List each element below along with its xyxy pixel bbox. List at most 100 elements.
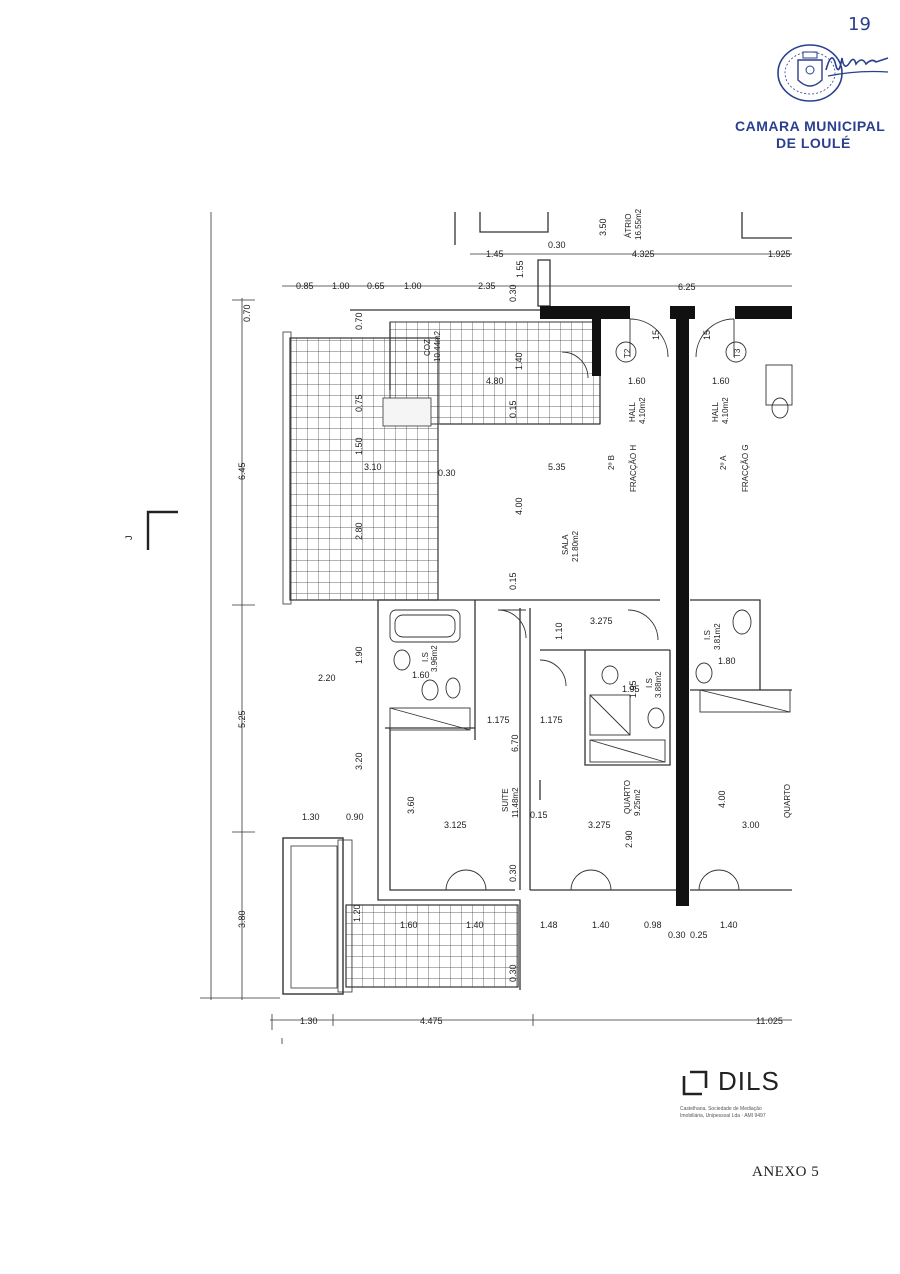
- municipal-seal-icon: [777, 44, 843, 102]
- dim-label: 1.10: [554, 622, 564, 640]
- room-is-3: I.S: [645, 678, 654, 688]
- stamp-line-1: CAMARA MUNICIPAL: [735, 118, 886, 134]
- dim-label: 2.35: [478, 281, 496, 291]
- typology-t3: T3: [733, 348, 742, 358]
- dim-label: 3.125: [444, 820, 467, 830]
- fraction-g-name: FRACÇÃO G: [741, 444, 750, 492]
- dim-label: 0.25: [690, 930, 708, 940]
- room-quarto-area: 9.25m2: [633, 789, 642, 816]
- dim-label: 0.30: [508, 964, 518, 982]
- dim-label: 3.275: [590, 616, 613, 626]
- fraction-h-name: FRACÇÃO H: [629, 445, 638, 492]
- dim-label: 1.00: [404, 281, 422, 291]
- dim-label: 1.175: [487, 715, 510, 725]
- room-atrio-area: 16.55m2: [634, 208, 643, 240]
- dim-label: 1.40: [466, 920, 484, 930]
- room-hall-g: HALL: [711, 401, 720, 422]
- dim-label: 4.475: [420, 1016, 443, 1026]
- dim-label: 15: [651, 330, 661, 340]
- dim-label: 11.025: [756, 1016, 783, 1026]
- dim-label: 1.60: [712, 376, 730, 386]
- dim-label: 0.98: [644, 920, 662, 930]
- dim-label: 1.95: [628, 680, 638, 698]
- dim-label: 2.80: [354, 522, 364, 540]
- dim-label: 1.40: [720, 920, 738, 930]
- brand-subtitle-2: Imobiliária, Unipessoal Lda · AMI 9497: [680, 1113, 766, 1119]
- dim-label: 4.80: [486, 376, 504, 386]
- dim-label: 1.00: [332, 281, 350, 291]
- dim-label: 3.20: [354, 752, 364, 770]
- stamp-line-2: DE LOULÉ: [776, 135, 851, 151]
- dim-label: 1.30: [302, 812, 320, 822]
- dim-label: 1.40: [514, 352, 524, 370]
- dim-label: 1.20: [352, 904, 362, 922]
- dim-label: 3.275: [588, 820, 611, 830]
- dim-label: 1.55: [515, 260, 525, 278]
- dim-label: 1.40: [592, 920, 610, 930]
- dim-label: 2.90: [624, 830, 634, 848]
- dim-label: 6.25: [678, 282, 696, 292]
- room-quarto-right: QUARTO: [783, 784, 792, 818]
- dim-label: 4.325: [632, 249, 655, 259]
- room-is-2: I.S: [703, 630, 712, 640]
- dim-label: 0.30: [668, 930, 686, 940]
- dim-label: 6.45: [237, 462, 247, 480]
- room-quarto: QUARTO: [623, 780, 632, 814]
- dim-label: 0.65: [367, 281, 385, 291]
- dim-label: 1.90: [354, 646, 364, 664]
- brand-subtitle-1: Castelhana, Sociedade de Mediação: [680, 1106, 762, 1112]
- annex-label: ANEXO 5: [752, 1164, 820, 1180]
- dim-label: 3.00: [742, 820, 760, 830]
- dim-label: 0.30: [438, 468, 456, 478]
- dim-label: 0.85: [296, 281, 314, 291]
- dim-label: 1.48: [540, 920, 558, 930]
- room-sala-area: 21.80m2: [571, 530, 580, 562]
- section-marker: J: [124, 536, 134, 541]
- room-cozinha-area: 10.44m2: [433, 330, 442, 362]
- dim-label: 6.70: [510, 734, 520, 752]
- dim-label: 0.90: [346, 812, 364, 822]
- room-hall-g-area: 4.10m2: [721, 397, 730, 424]
- dim-label: 1.175: [540, 715, 563, 725]
- room-is-2-area: 3.81m2: [713, 623, 722, 650]
- room-hall-h: HALL: [628, 401, 637, 422]
- dim-label: 0.15: [508, 400, 518, 418]
- dim-label: 1.95: [622, 684, 640, 694]
- dim-label: 0.15: [508, 572, 518, 590]
- dim-label: 3.50: [598, 218, 608, 236]
- room-is-1-area: 3.96m2: [430, 645, 439, 672]
- dim-label: 1.60: [628, 376, 646, 386]
- fraction-h-floor: 2º B: [607, 455, 616, 470]
- dim-label: 3.60: [406, 796, 416, 814]
- dim-label: 0.30: [508, 864, 518, 882]
- room-atrio: ÁTRIO: [624, 214, 633, 238]
- dim-label: 1.925: [768, 249, 791, 259]
- dim-label: 15: [702, 330, 712, 340]
- room-suite-area: 11.48m2: [511, 787, 520, 818]
- dim-label: 1.30: [300, 1016, 318, 1026]
- dim-label: 0.75: [354, 394, 364, 412]
- dim-label: 3.10: [364, 462, 382, 472]
- room-is-3-area: 3.88m2: [654, 671, 663, 698]
- dim-label: 0.15: [530, 810, 548, 820]
- dim-label: 1.60: [412, 670, 430, 680]
- page-number: 19: [848, 14, 871, 35]
- dim-label: 1.60: [400, 920, 418, 930]
- dim-label: 5.25: [237, 710, 247, 728]
- dim-label: 0.30: [508, 284, 518, 302]
- dim-label: 1.50: [354, 437, 364, 455]
- room-suite: SUITE: [501, 788, 510, 812]
- fraction-g-floor: 2º A: [719, 455, 728, 470]
- room-sala: SALA: [561, 534, 570, 555]
- room-cozinha: COZ.: [423, 337, 432, 356]
- dils-logo-icon: [682, 1070, 708, 1096]
- dim-label: 4.00: [717, 790, 727, 808]
- typology-t2: T2: [623, 348, 632, 358]
- dim-label: 5.35: [548, 462, 566, 472]
- dim-label: 0.70: [354, 312, 364, 330]
- dim-label: 1.45: [486, 249, 504, 259]
- room-hall-h-area: 4.10m2: [638, 397, 647, 424]
- dim-label: 3.80: [237, 910, 247, 928]
- dim-label: 4.00: [514, 497, 524, 515]
